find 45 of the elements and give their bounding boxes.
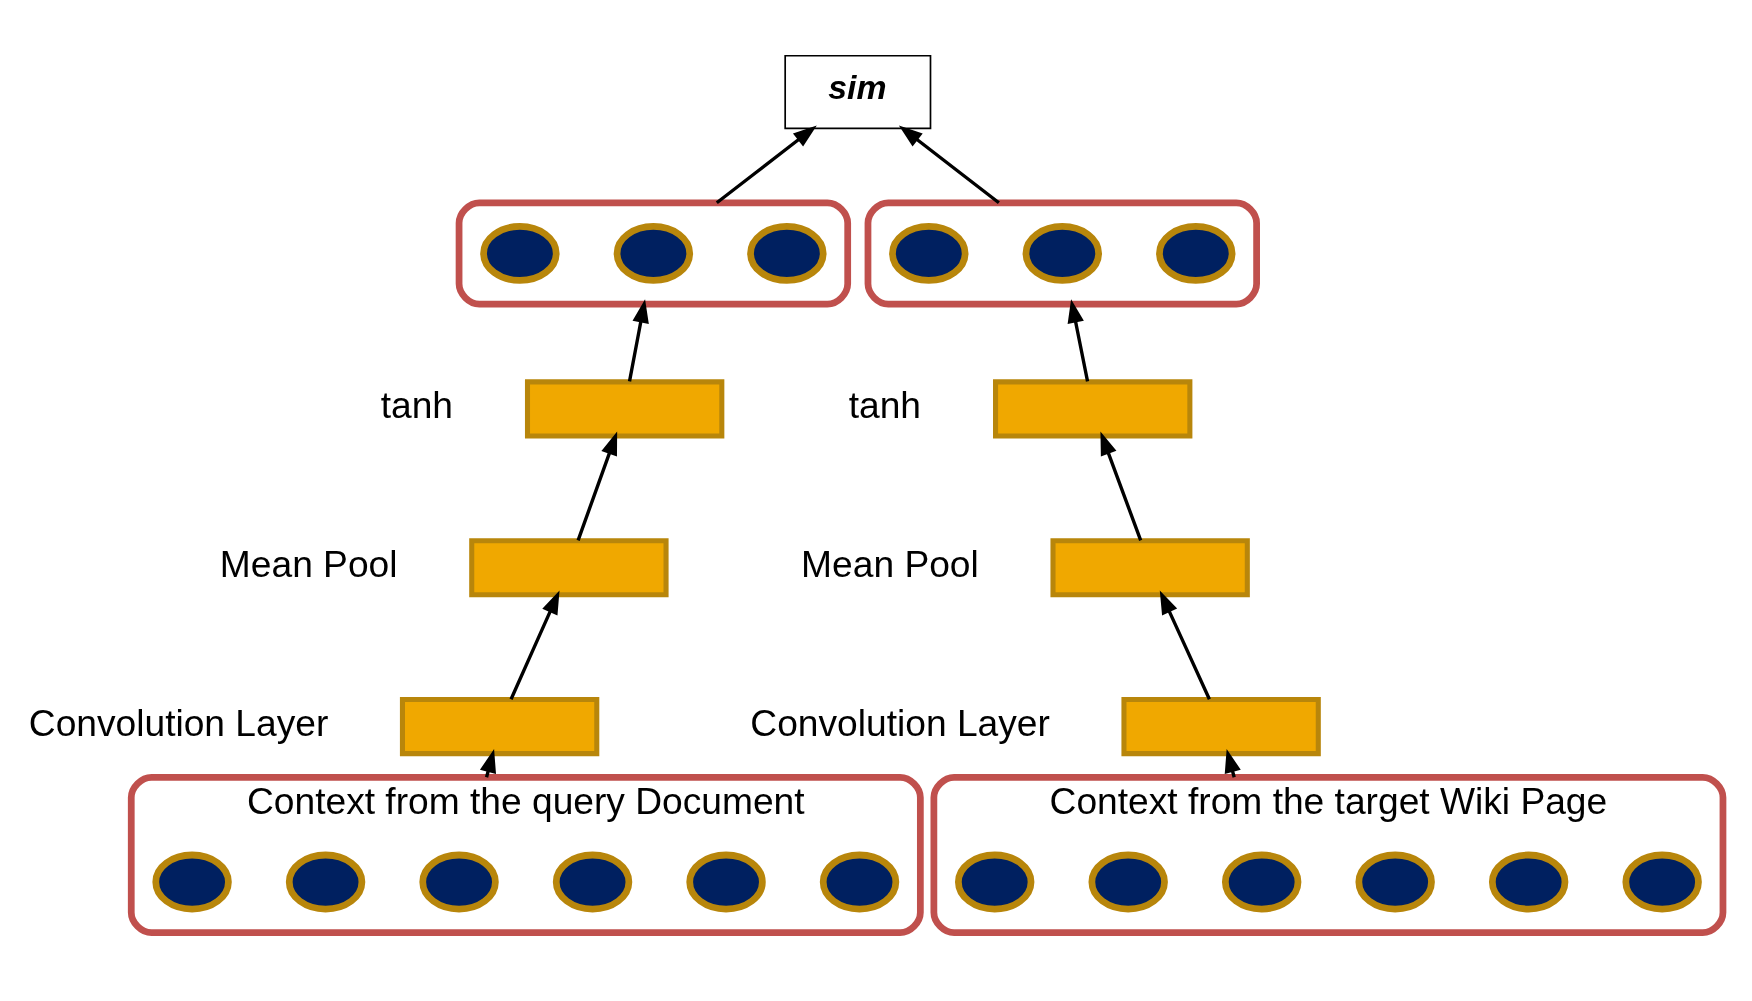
arrow [1067, 298, 1090, 382]
node-circle [152, 851, 232, 912]
node-circle [819, 851, 900, 912]
node-box [1050, 537, 1250, 597]
cluster [455, 198, 852, 308]
arrow [898, 125, 1000, 204]
node-box [993, 378, 1193, 438]
node-circle [552, 851, 633, 912]
node-circle [1156, 222, 1236, 284]
node-circle [285, 851, 366, 912]
label: Convolution Layer [750, 701, 1050, 744]
node-circle [613, 222, 694, 284]
label: Convolution Layer [28, 701, 329, 744]
node-label: Context from the query Document [247, 779, 805, 822]
arrow [1159, 589, 1211, 700]
node-box: sim [784, 54, 932, 129]
node-box [469, 537, 669, 597]
cluster [864, 198, 1260, 308]
label: tanh [848, 383, 922, 426]
arrow [1100, 431, 1143, 541]
label: tanh [380, 383, 453, 426]
arrow [715, 125, 817, 204]
node-circle [1488, 851, 1569, 912]
node-circle [747, 222, 827, 284]
node-circle [419, 851, 499, 912]
node-label: Context from the target Wiki Page [1049, 779, 1608, 822]
cluster [930, 773, 1727, 936]
arrow [627, 298, 649, 382]
node-circle [1622, 851, 1702, 912]
arrow [509, 589, 560, 700]
node-box [524, 378, 725, 438]
node-circle [1088, 851, 1168, 912]
cluster [127, 773, 924, 936]
label: Mean Pool [801, 542, 979, 585]
node-box [1121, 696, 1321, 756]
node-circle [480, 222, 560, 284]
node-circle [889, 222, 969, 284]
node-circle [686, 851, 766, 912]
label: Mean Pool [219, 542, 398, 585]
node-circle [1355, 851, 1435, 912]
arrow [576, 431, 618, 541]
node-circle [1022, 222, 1102, 284]
node-circle [955, 851, 1035, 912]
node-circle [1221, 851, 1302, 912]
node-box [399, 696, 600, 756]
